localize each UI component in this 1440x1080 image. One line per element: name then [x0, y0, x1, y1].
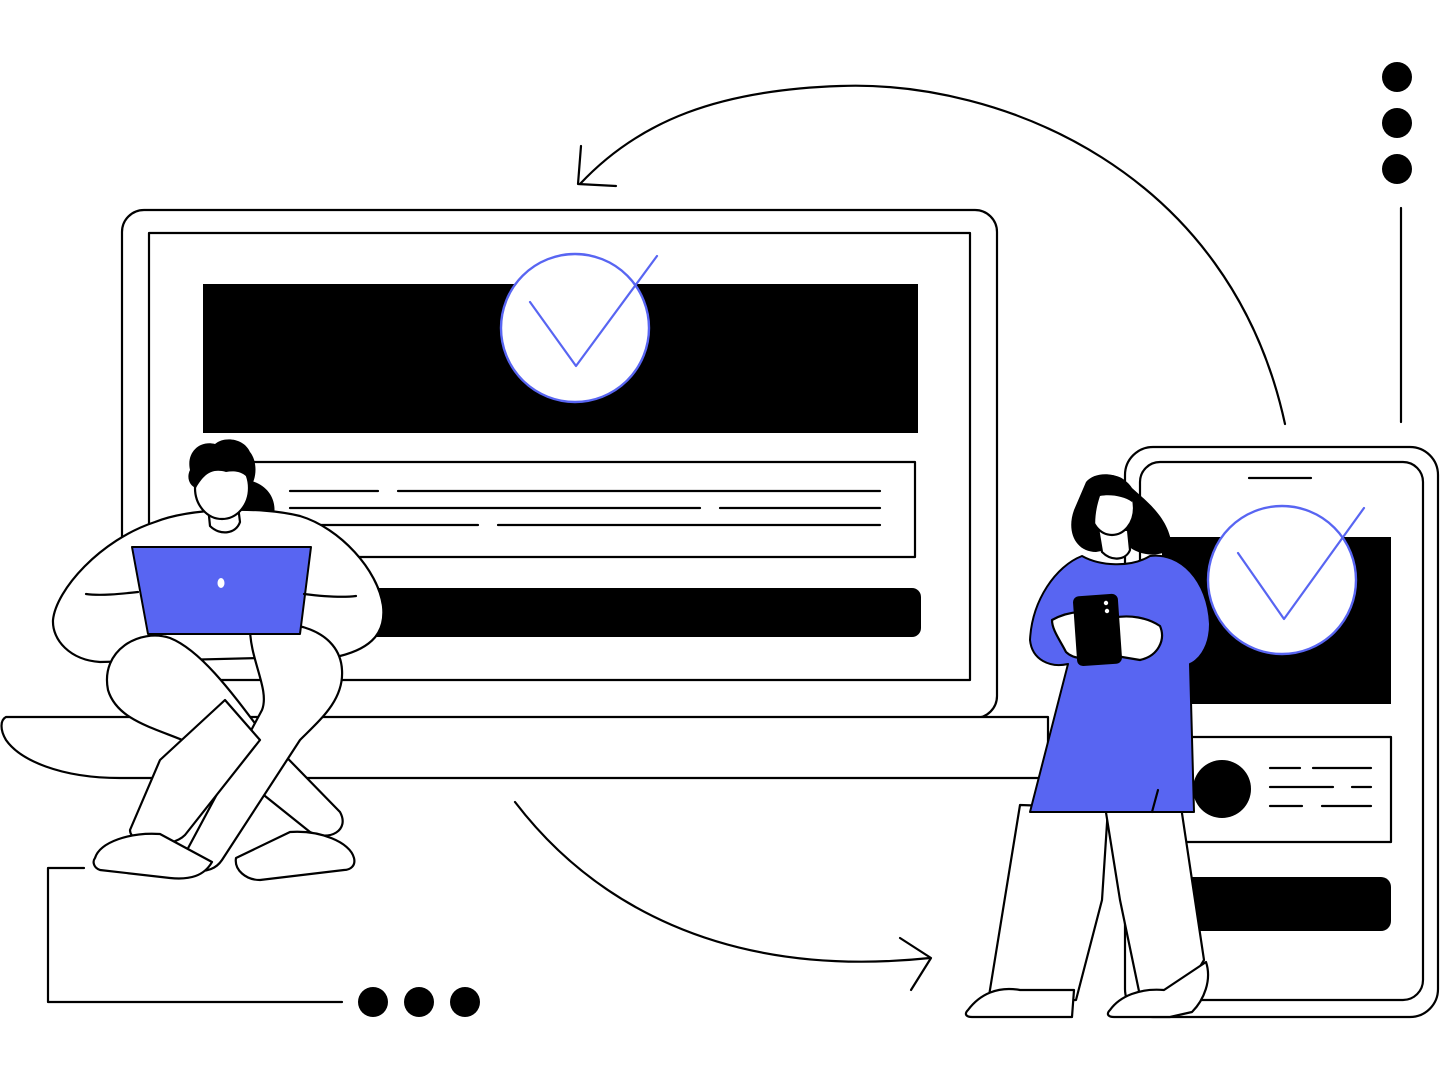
three-dots-vertical [1382, 62, 1412, 424]
phone-button [1162, 877, 1391, 931]
man-with-laptop [51, 439, 385, 882]
phone-profile-card [1160, 735, 1393, 844]
check-circle-icon [1206, 504, 1366, 656]
desktop-button [360, 588, 921, 637]
desktop-text-card [248, 460, 917, 559]
arrow-desktop-from-phone [576, 84, 1287, 426]
woman-with-phone [964, 474, 1211, 1019]
avatar [1193, 760, 1251, 818]
laptop-in-lap [131, 546, 312, 635]
three-dots-horizontal [46, 866, 480, 1017]
handheld-phone [1073, 593, 1122, 667]
check-circle-icon [499, 252, 659, 404]
arrow-phone-from-desktop [513, 800, 933, 992]
